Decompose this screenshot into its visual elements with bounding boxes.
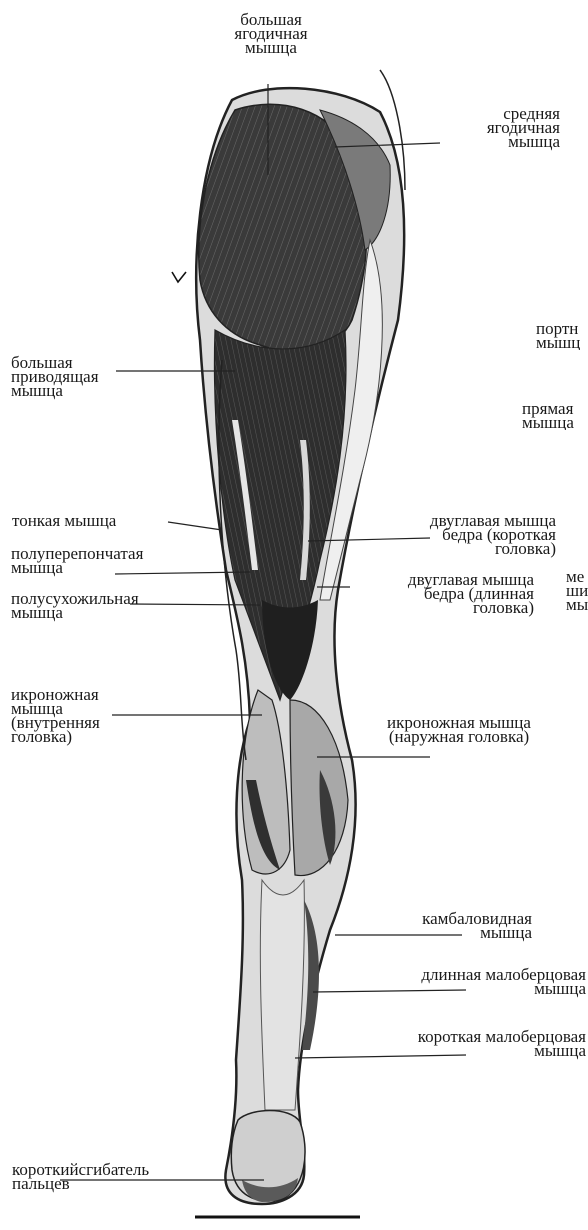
label-semitendinosus: полусухожильная мышца (11, 592, 221, 620)
label-gluteus-medius: средняя ягодичная мышца (398, 107, 560, 149)
label-flexor-digitorum-brevis: короткийсгибатель пальцев (12, 1163, 232, 1191)
label-peroneus-longus: длинная малоберцовая мышца (330, 968, 586, 996)
hip-mark (172, 272, 186, 282)
label-rectus-partial: прямая мышца (522, 402, 588, 430)
label-sartorius-partial: портн мышц (536, 322, 588, 350)
label-vastus-partial: ме ши мы (566, 570, 588, 612)
label-adductor-magnus: большая приводящая мышца (11, 356, 181, 398)
label-gluteus-maximus: большая ягодичная мышца (200, 13, 342, 55)
label-gracilis: тонкая мышца (12, 514, 182, 528)
label-biceps-short-head: двуглавая мышца бедра (короткая головка) (360, 514, 556, 556)
label-soleus: камбаловидная мышца (366, 912, 532, 940)
label-gastrocnemius-medial-head: икроножная мышца (внутренняя головка) (11, 688, 171, 744)
achilles-region-shape (260, 880, 304, 1110)
label-gastrocnemius-lateral-head: икроножная мышца (наружная головка) (352, 716, 566, 744)
label-biceps-long-head: двуглавая мышца бедра (длинная головка) (346, 573, 534, 615)
label-peroneus-brevis: короткая малоберцовая мышца (330, 1030, 586, 1058)
label-semimembranosus: полуперепончатая мышца (11, 547, 221, 575)
